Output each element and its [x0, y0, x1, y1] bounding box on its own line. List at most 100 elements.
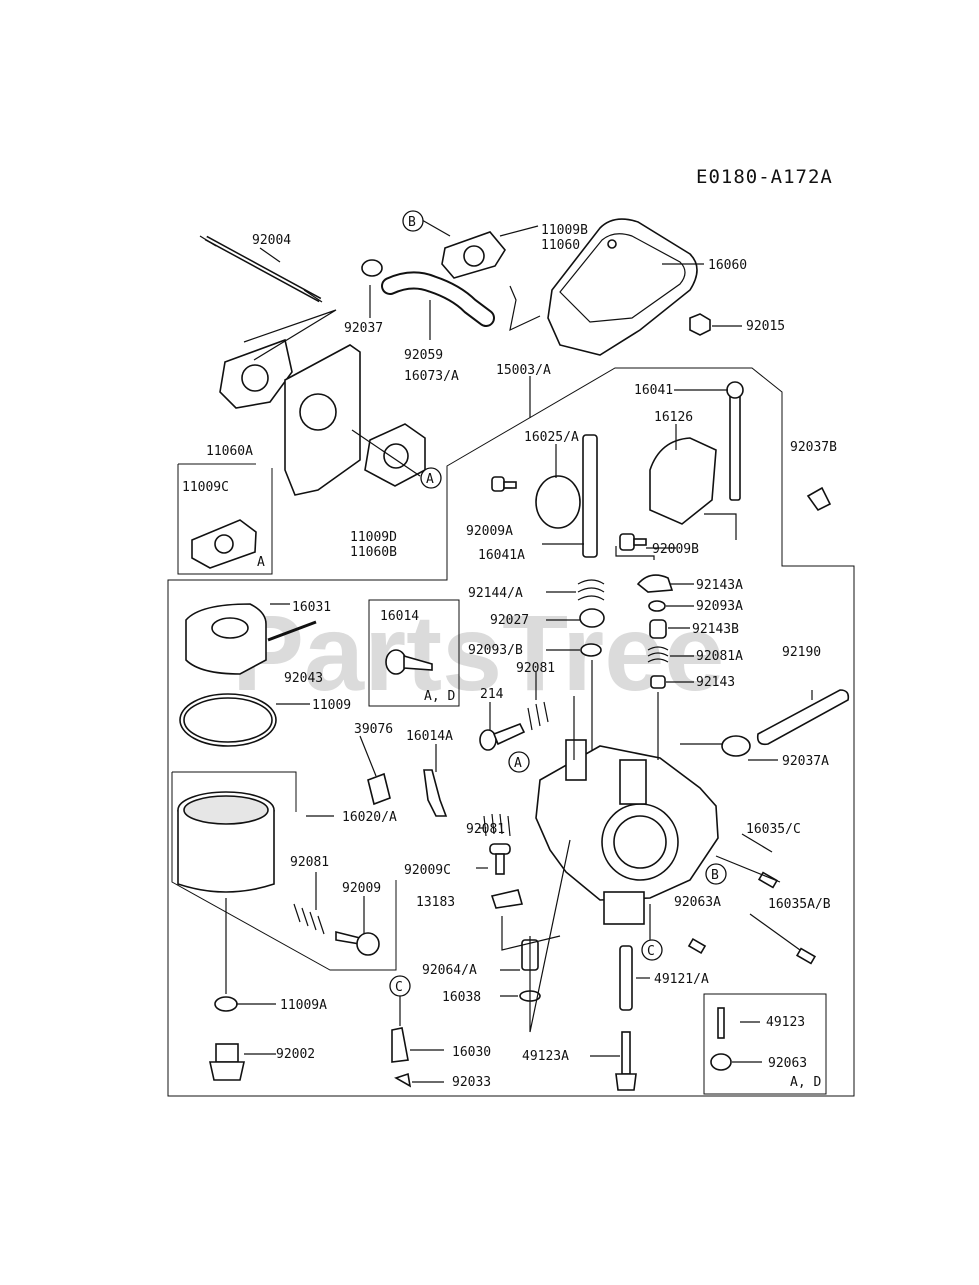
spring-92144a — [577, 579, 605, 601]
callout-a-body: A — [508, 751, 530, 773]
svg-text:C: C — [647, 944, 655, 959]
diagram-code: E0180-A172A — [696, 166, 833, 188]
label-16030: 16030 — [452, 1045, 491, 1060]
inset-49123-box — [703, 993, 827, 1095]
spring-92081a — [647, 646, 669, 663]
screw-16014 — [385, 649, 433, 675]
label-16014a: 16014A — [406, 729, 453, 744]
label-13183: 13183 — [416, 895, 455, 910]
note-inset-16014: A, D — [424, 689, 455, 704]
screw-92009b — [619, 533, 647, 551]
label-92143a: 92143A — [696, 578, 743, 593]
screw-92009a — [491, 476, 517, 492]
label-16020a: 16020/A — [342, 810, 397, 825]
screw-92009c — [489, 843, 511, 855]
leader-lines — [225, 219, 813, 1083]
label-49123a: 49123A — [522, 1049, 569, 1064]
label-92002: 92002 — [276, 1047, 315, 1062]
collar-92143b — [649, 619, 667, 639]
clip-92037a — [721, 735, 751, 757]
label-16035ab: 16035A/B — [768, 897, 831, 912]
label-11009: 11009 — [312, 698, 351, 713]
label-16025a: 16025/A — [524, 430, 579, 445]
plug-92063 — [710, 1053, 732, 1071]
air-cleaner-base-16060 — [547, 218, 698, 356]
pipe-49123a — [621, 1031, 631, 1075]
label-92081-left: 92081 — [290, 855, 329, 870]
label-92059: 92059 — [404, 348, 443, 363]
note-inset-11009c: A — [257, 555, 265, 570]
label-92033: 92033 — [452, 1075, 491, 1090]
stud-92004 — [199, 235, 323, 303]
screw-16014a — [423, 769, 448, 817]
svg-text:B: B — [711, 868, 719, 883]
inset-11009c-box — [177, 463, 273, 575]
label-16073a: 16073/A — [404, 369, 459, 384]
callout-a-left: A — [420, 467, 442, 489]
pin-92043 — [267, 620, 317, 642]
main-group-outline — [167, 367, 855, 1097]
choke-shaft-16041 — [726, 381, 744, 501]
screw-16035ab — [795, 947, 817, 965]
label-92093a: 92093A — [696, 599, 743, 614]
label-92037a: 92037A — [782, 754, 829, 769]
spring-92081-top — [527, 701, 549, 731]
label-16031: 16031 — [292, 600, 331, 615]
inset-16014-box — [368, 599, 460, 707]
label-92144a: 92144/A — [468, 586, 523, 601]
svg-text:A: A — [514, 756, 522, 771]
label-49121a: 49121/A — [654, 972, 709, 987]
label-49123: 49123 — [766, 1015, 805, 1030]
label-92093b: 92093/B — [468, 643, 523, 658]
clip-92033 — [394, 1072, 412, 1088]
label-92043: 92043 — [284, 671, 323, 686]
label-92015: 92015 — [746, 319, 785, 334]
svg-text:A: A — [426, 472, 434, 487]
label-11009c: 11009C — [182, 480, 229, 495]
label-11060b: 11060B — [350, 545, 397, 560]
label-11009b: 11009B — [541, 223, 588, 238]
label-92063: 92063 — [768, 1056, 807, 1071]
float-16031 — [185, 603, 267, 675]
part-39076 — [367, 772, 391, 806]
pipe-92190 — [756, 689, 850, 746]
label-92063a: 92063A — [674, 895, 721, 910]
washer-11009a — [214, 996, 238, 1012]
part-labels: 92004 11009B 11060 16060 92037 92059 160… — [182, 223, 837, 1090]
label-39076: 39076 — [354, 722, 393, 737]
washer-92093b — [580, 643, 602, 657]
washer-92093a — [648, 600, 666, 612]
collar-92027 — [579, 608, 605, 628]
throttle-shaft-16041a — [582, 434, 598, 558]
group-outlines — [167, 367, 855, 1097]
screw-214 — [479, 722, 526, 751]
label-92009b: 92009B — [652, 542, 699, 557]
label-92009a: 92009A — [466, 524, 513, 539]
label-16014: 16014 — [380, 609, 419, 624]
label-92004: 92004 — [252, 233, 291, 248]
watermark: PartsTree — [232, 592, 724, 713]
collar-92143 — [650, 675, 666, 689]
label-16126: 16126 — [654, 410, 693, 425]
screw-92009 — [335, 930, 380, 956]
label-11060a: 11060A — [206, 444, 253, 459]
callout-b-body: B — [705, 863, 727, 885]
label-92081-top: 92081 — [516, 661, 555, 676]
plate-13183 — [490, 889, 524, 909]
note-inset-49123: A, D — [790, 1075, 821, 1090]
label-92037: 92037 — [344, 321, 383, 336]
callout-c-needle: C — [389, 975, 411, 997]
insulator-11060 — [284, 344, 361, 496]
spring-92081-mid — [293, 903, 325, 935]
label-92009: 92009 — [342, 881, 381, 896]
throttle-plate-16025a — [535, 475, 581, 529]
label-16035c: 16035/C — [746, 822, 801, 837]
label-92027: 92027 — [490, 613, 529, 628]
label-11009a: 11009A — [280, 998, 327, 1013]
lever-92143a — [636, 574, 674, 593]
label-214: 214 — [480, 687, 504, 702]
label-92009c: 92009C — [404, 863, 451, 878]
label-92037b: 92037B — [790, 440, 837, 455]
tube-49121a — [619, 945, 633, 1011]
